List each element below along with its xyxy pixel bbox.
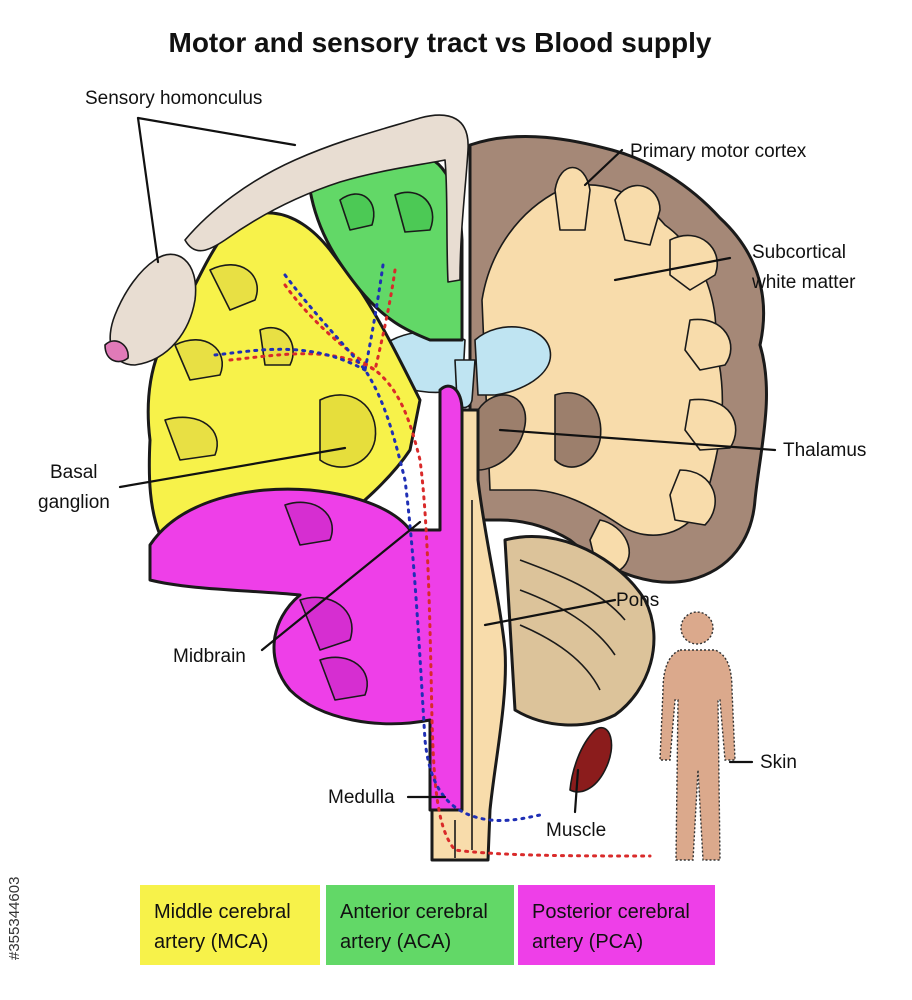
legend-aca: Anterior cerebral artery (ACA) [326,885,514,965]
sensory-tract [283,273,542,822]
ventricle-right [474,326,552,396]
legend-aca-line2: artery (ACA) [340,931,452,953]
label-thalamus: Thalamus [783,440,866,461]
legend-mca-line1: Middle cerebral [154,901,291,923]
label-midbrain: Midbrain [173,646,246,667]
label-basal-line1: Basal [50,462,98,483]
human-figure [659,611,736,861]
legend-pca-line2: artery (PCA) [532,931,644,953]
label-subcortical-line2: white matter [751,272,856,293]
label-skin: Skin [760,752,797,773]
legend-pca: Posterior cerebral artery (PCA) [518,885,715,965]
label-primary-motor-cortex: Primary motor cortex [630,141,807,162]
watermark-id: #355344603 [6,876,23,960]
right-hemisphere [468,134,768,584]
diagram-title: Motor and sensory tract vs Blood supply [169,27,712,58]
cerebellum-right [503,535,656,727]
thalamus-shape [477,394,527,471]
legend-pca-line1: Posterior cerebral [532,901,690,923]
brainstem [430,408,507,862]
label-subcortical-line1: Subcortical [752,242,846,263]
label-basal-line2: ganglion [38,492,110,513]
legend-mca: Middle cerebral artery (MCA) [140,885,320,965]
muscle-shape [569,727,613,793]
basal-right-shape [554,392,602,468]
leader-lines [118,116,777,814]
sensory-homonculus-figure [104,114,469,366]
label-muscle: Muscle [546,820,606,841]
label-pons: Pons [616,590,659,611]
label-medulla: Medulla [328,787,395,808]
legend-aca-line1: Anterior cerebral [340,901,488,923]
legend-mca-line2: artery (MCA) [154,931,269,953]
label-sensory-homonculus: Sensory homonculus [85,88,262,109]
